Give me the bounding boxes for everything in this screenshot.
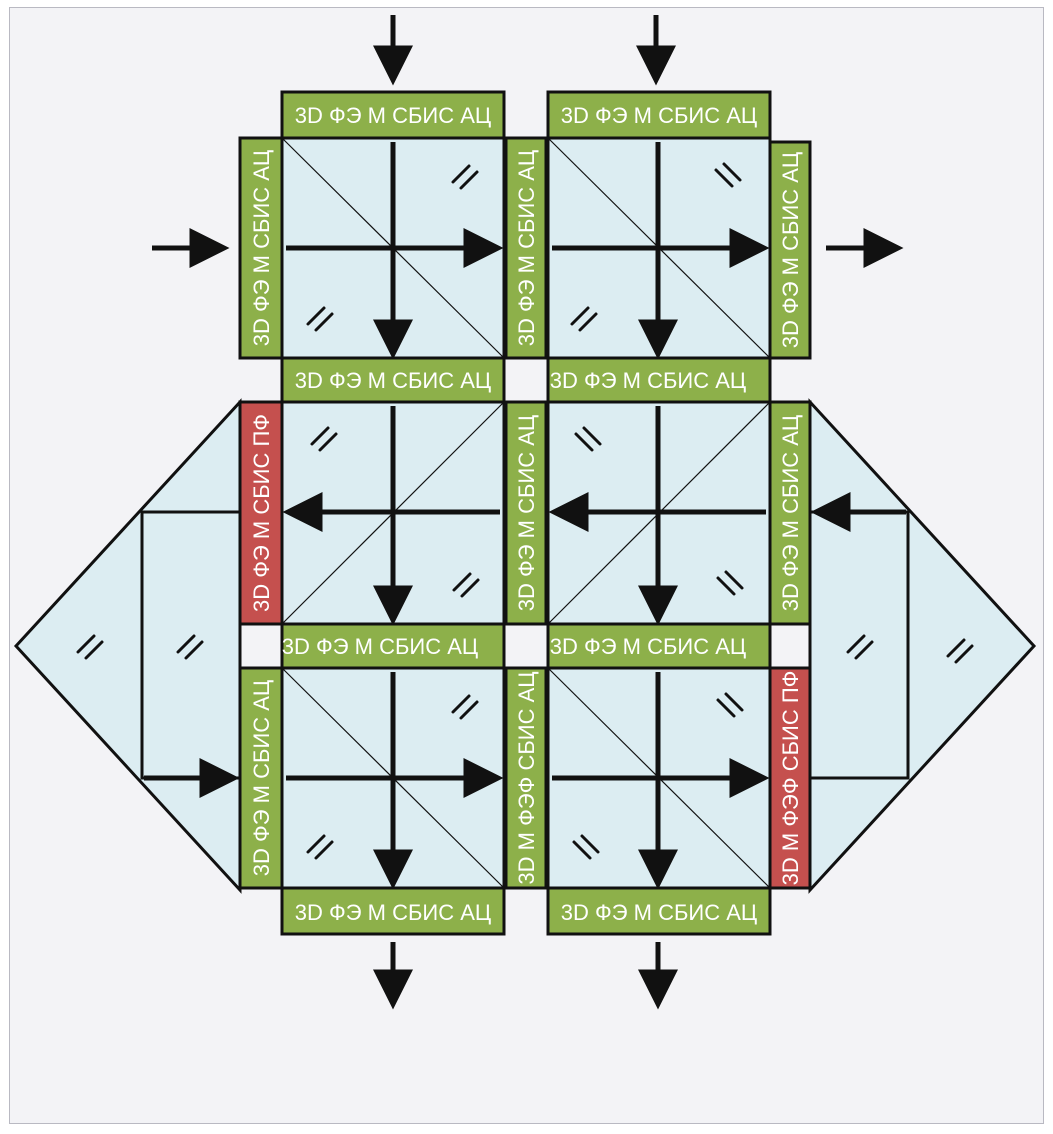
label-top-right: 3D ФЭ М СБИС АЦ	[561, 103, 757, 128]
module-mid1-left	[280, 356, 506, 404]
label-bottom-right: 3D ФЭ М СБИС АЦ	[561, 900, 757, 925]
module-v-r2-left	[238, 400, 284, 626]
module-v-r1-right	[768, 140, 812, 360]
module-bottom-right	[546, 886, 772, 936]
label-v-r1-right: 3D ФЭ М СБИС АЦ	[778, 152, 803, 348]
module-v-r3-left	[238, 666, 284, 890]
label-mid1-right: 3D ФЭ М СБИС АЦ	[550, 368, 746, 393]
module-top-left	[280, 90, 506, 140]
label-v-r2-right: 3D ФЭ М СБИС АЦ	[778, 415, 803, 611]
module-v-r3-right	[768, 666, 812, 890]
hatch-marks	[76, 162, 974, 860]
label-v-r2-left: 3D ФЭ М СБИС ПФ	[249, 414, 274, 612]
module-v-r1-left	[238, 136, 284, 360]
vertical-labels: 3D ФЭ М СБИС АЦ 3D ФЭ М СБИС АЦ 3D ФЭ М …	[249, 150, 803, 886]
module-top-right	[546, 90, 772, 140]
label-bottom-left: 3D ФЭ М СБИС АЦ	[295, 900, 491, 925]
label-mid2-left: 3D ФЭ М СБИС АЦ	[282, 634, 478, 659]
module-mid2-left	[280, 622, 506, 670]
right-triangle-module	[808, 398, 1037, 894]
vertical-modules	[238, 136, 812, 890]
module-v-r2-right	[768, 400, 812, 626]
label-v-r1-left: 3D ФЭ М СБИС АЦ	[249, 150, 274, 346]
horizontal-labels: 3D ФЭ М СБИС АЦ 3D ФЭ М СБИС АЦ 3D ФЭ М …	[282, 103, 757, 925]
label-v-r1-mid: 3D ФЭ М СБИС АЦ	[514, 150, 539, 346]
module-v-r1-mid	[504, 136, 548, 360]
module-v-r2-mid	[504, 400, 548, 626]
label-mid2-right: 3D ФЭ М СБИС АЦ	[550, 634, 746, 659]
signal-arrows	[144, 15, 906, 1010]
module-v-r3-mid	[504, 666, 548, 890]
label-v-r2-mid: 3D ФЭ М СБИС АЦ	[514, 415, 539, 611]
module-mid2-right	[546, 622, 772, 670]
label-mid1-left: 3D ФЭ М СБИС АЦ	[295, 368, 491, 393]
label-v-r3-right: 3D М ФЭФ СБИС ПФ	[778, 671, 803, 886]
horizontal-modules	[280, 90, 772, 936]
module-bottom-left	[280, 886, 506, 936]
label-v-r3-mid: 3D М ФЭФ СБИС АЦ	[514, 671, 539, 884]
label-top-left: 3D ФЭ М СБИС АЦ	[295, 103, 491, 128]
module-mid1-right	[546, 356, 772, 404]
left-triangle-module	[13, 398, 242, 894]
label-v-r3-left: 3D ФЭ М СБИС АЦ	[249, 680, 274, 876]
